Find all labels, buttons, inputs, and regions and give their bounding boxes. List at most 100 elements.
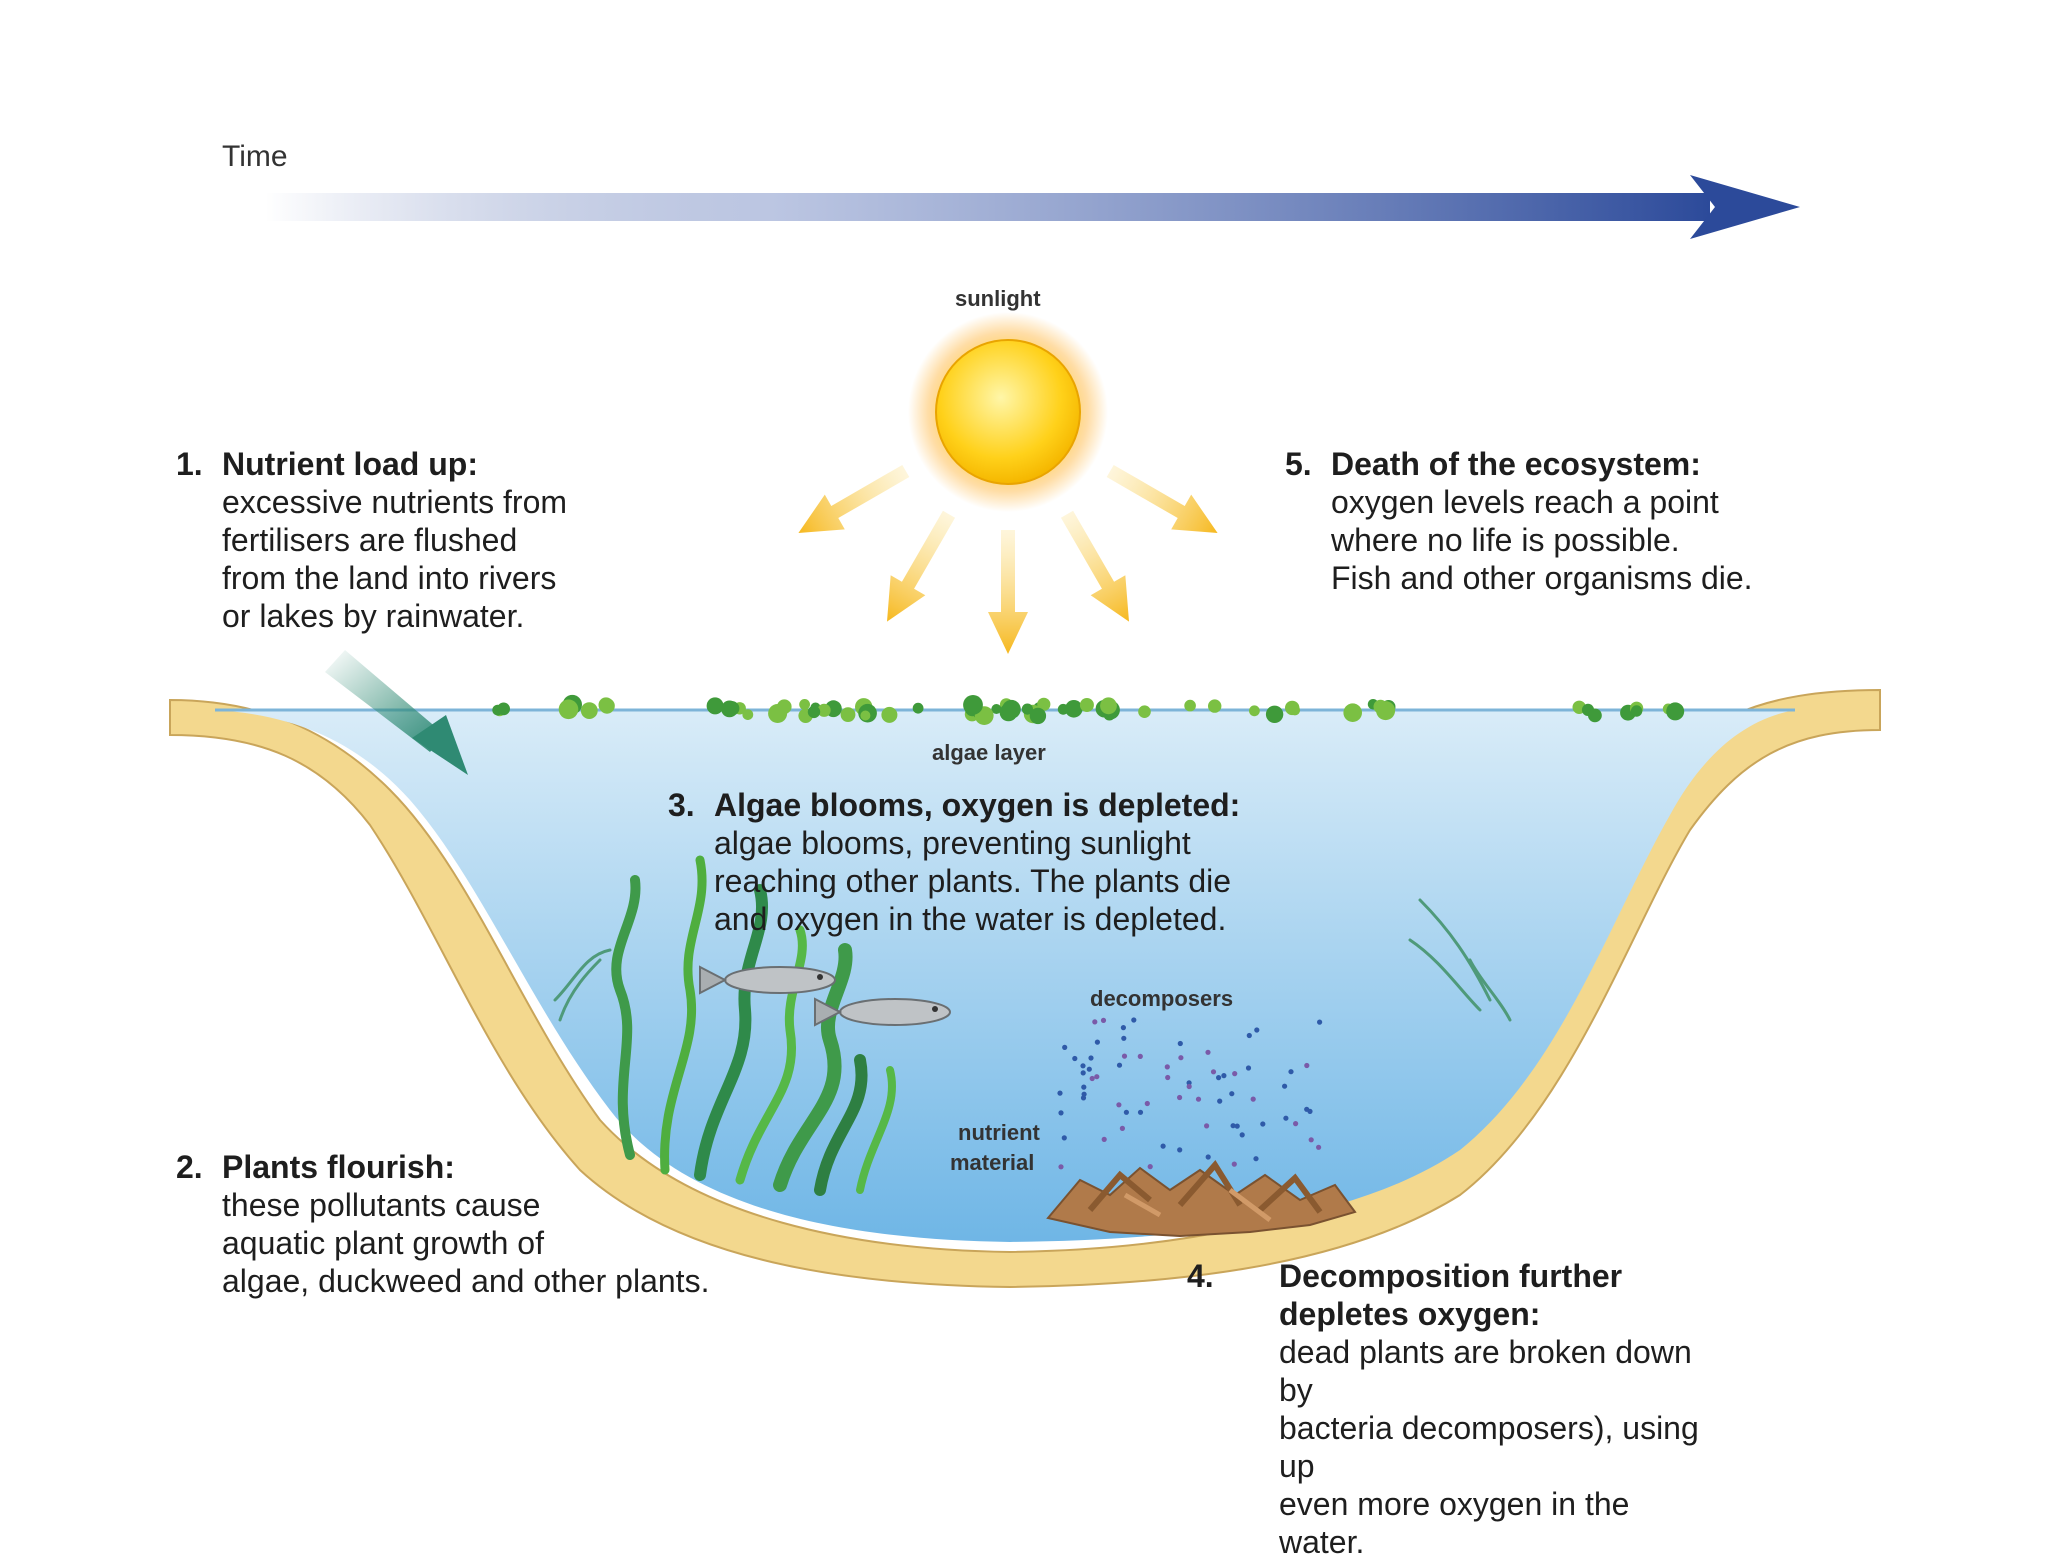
algae-layer [492,694,1685,725]
step-1: 1.Nutrient load up: excessive nutrients … [176,445,736,635]
decomposer-dot [1137,1109,1144,1115]
decomposer-dot [1253,1156,1259,1162]
decomposer-dot [1058,1110,1064,1116]
decomposer-dot [1239,1132,1245,1138]
decomposer-dot [1094,1074,1100,1080]
algae-clump [1100,697,1117,715]
sun-rays [798,464,1218,654]
dead-plant-debris-icon [1046,1159,1357,1238]
sun-ray [887,510,956,622]
algae-clump [1079,698,1094,712]
sun-ray [988,530,1028,654]
algae-clump [1002,699,1021,719]
decomposer-dot [1100,1017,1107,1024]
decomposer-dot [1119,1125,1125,1131]
decomposer-dot [1260,1121,1266,1127]
sun-icon [908,312,1108,512]
decomposer-dot [1205,1049,1211,1055]
decomposer-dot [1177,1147,1183,1153]
algae-clump [1666,702,1685,721]
water-body [215,710,1795,1242]
decomposer-dot [1288,1069,1294,1075]
decomposer-dot [1120,1025,1126,1031]
nutrient-material-label-line1: nutrient [958,1120,1040,1145]
decomposer-dot [1094,1039,1100,1045]
decomposer-dot [1131,1017,1137,1023]
decomposer-dot [1086,1066,1092,1072]
algae-clump [1249,705,1260,717]
decomposer-dot [1304,1106,1310,1112]
decomposer-dot [1234,1123,1240,1129]
algae-clump [1265,705,1284,723]
decomposer-dot [1304,1062,1310,1069]
decomposer-dot [1245,1065,1252,1071]
seaweed-icon [553,855,1512,1196]
decomposer-dot [1092,1019,1098,1025]
decomposer-dot [1283,1115,1289,1121]
decomposer-dot [1144,1100,1150,1107]
algae-clump [1184,699,1196,712]
algae-clump [1057,703,1069,715]
decomposer-dot [1080,1070,1086,1076]
decomposer-dot [1147,1164,1153,1170]
algae-clump [1208,699,1222,713]
decomposer-dot [1178,1055,1184,1061]
algae-clump [497,702,510,716]
sunlight-label: sunlight [955,286,1041,311]
step-3: 3.Algae blooms, oxygen is depleted: alga… [668,786,1428,938]
algae-clump [881,706,898,723]
step-3-title: Algae blooms, oxygen is depleted: [714,787,1241,823]
decomposer-dot [1165,1074,1171,1081]
algae-clump [724,701,740,716]
algae-clump [742,709,754,720]
decomposer-dot [1116,1062,1123,1068]
decomposer-dot [1221,1073,1227,1079]
decomposer-dot [1081,1091,1087,1097]
decomposer-dot [1254,1027,1260,1033]
algae-clump [558,699,579,720]
step-2-body: these pollutants cause aquatic plant gro… [222,1187,710,1299]
step-2-title: Plants flourish: [222,1149,455,1185]
step-2-number: 2. [176,1149,203,1185]
sun-ray [1060,510,1129,622]
decomposer-dot [1282,1083,1288,1089]
sun-ray [798,464,910,533]
decomposer-particles [1057,1017,1323,1170]
sun-ray [1106,464,1218,533]
decomposer-dot [1293,1121,1299,1127]
decomposer-dot [1101,1136,1107,1142]
time-arrow-icon [265,175,1800,239]
algae-clump [1289,705,1301,716]
step-5-body: oxygen levels reach a point where no lif… [1331,484,1753,596]
algae-clump [1037,697,1051,711]
step-4-body: dead plants are broken down by bacteria … [1279,1334,1699,1560]
decomposer-dot [1177,1040,1183,1047]
step-1-body: excessive nutrients from fertilisers are… [222,484,568,634]
decomposer-dot [1308,1137,1314,1143]
decomposer-dot [1246,1032,1252,1039]
decomposer-dot [1123,1109,1129,1115]
decomposer-dot [1080,1063,1086,1069]
algae-clump [963,695,983,715]
algae-clump [807,705,821,719]
algae-clump [1343,703,1362,722]
decomposer-dot [1204,1123,1210,1129]
decomposer-dot [1062,1044,1068,1050]
step-1-title: Nutrient load up: [222,446,478,482]
step-4: 4.Decomposition further depletes oxygen:… [1187,1257,1703,1561]
decomposer-dot [1186,1083,1192,1090]
decomposer-dot [1216,1075,1222,1081]
step-4-title: Decomposition further depletes oxygen: [1279,1258,1623,1332]
algae-clump [1630,705,1643,717]
algae-clump [1373,699,1388,714]
decomposer-dot [1160,1143,1166,1149]
decomposer-dot [1177,1094,1183,1101]
decomposer-dot [1164,1064,1170,1070]
step-5: 5.Death of the ecosystem: oxygen levels … [1285,445,1885,597]
step-5-title: Death of the ecosystem: [1331,446,1701,482]
decomposer-dot [1088,1055,1094,1061]
algae-clump [817,703,831,717]
algae-clump [840,707,856,722]
runoff-arrow-icon [325,650,468,775]
